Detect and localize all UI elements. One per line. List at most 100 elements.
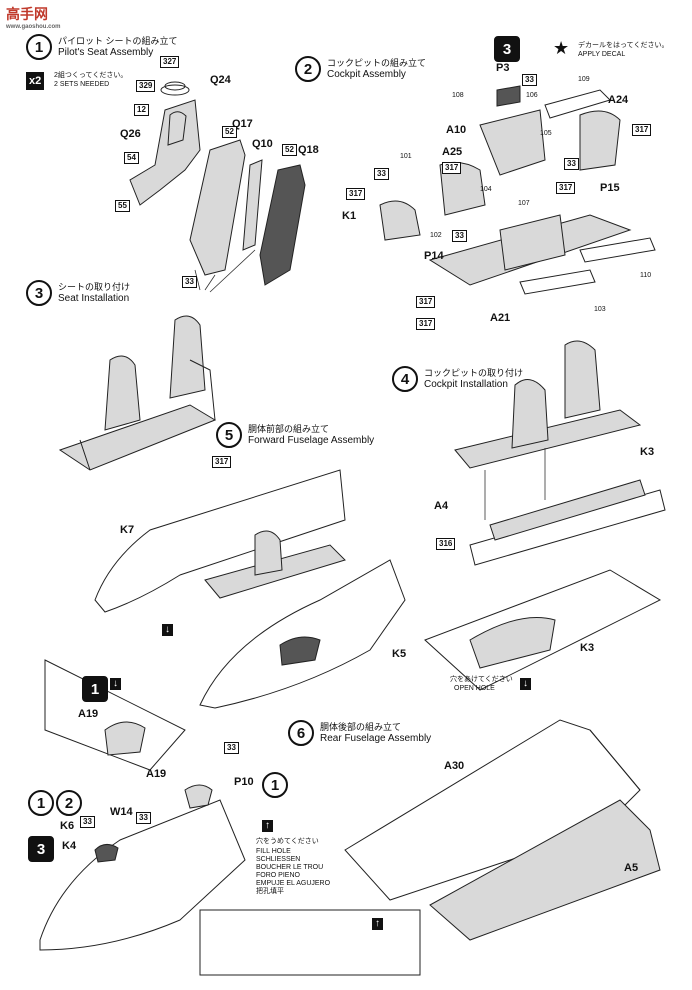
step-number: 6 bbox=[288, 720, 314, 746]
cockpit-installation-drawing bbox=[424, 340, 666, 691]
step-3-header: 3 シートの取り付け Seat Installation bbox=[26, 280, 130, 306]
part-p3: P3 bbox=[496, 62, 510, 74]
step-title-jp: パイロット シートの組み立て bbox=[58, 36, 178, 46]
step-number: 1 bbox=[82, 676, 108, 702]
part-a19b: A19 bbox=[146, 768, 167, 780]
part-q10: Q10 bbox=[252, 138, 273, 150]
part-q24: Q24 bbox=[210, 74, 231, 86]
fill-hole-line: SCHLIESSEN bbox=[256, 856, 301, 863]
fill-hole-line: 把孔填平 bbox=[256, 888, 284, 895]
step-title-jp: 胴体前部の組み立て bbox=[248, 424, 330, 434]
make-two-note-jp: 2組つくってください。 bbox=[54, 72, 128, 79]
code-105: 105 bbox=[540, 130, 552, 137]
step-number: 4 bbox=[392, 366, 418, 392]
code-327: 327 bbox=[160, 56, 180, 68]
part-p14: P14 bbox=[424, 250, 444, 262]
code-33d: 33 bbox=[452, 230, 467, 242]
open-hole-en: OPEN HOLE bbox=[454, 685, 495, 692]
ref-badge-2: 2 bbox=[56, 790, 82, 816]
seat-assembly-drawing bbox=[129, 81, 306, 293]
fill-hole-line: FORO PIENO bbox=[256, 872, 300, 879]
code-33-p3: 33 bbox=[522, 74, 537, 86]
code-101: 101 bbox=[400, 153, 412, 160]
part-a10: A10 bbox=[446, 124, 467, 136]
code-102: 102 bbox=[430, 232, 442, 239]
step-3-badge: 3 bbox=[494, 36, 520, 62]
code-104: 104 bbox=[480, 186, 492, 193]
step-title-en: Rear Fuselage Assembly bbox=[320, 733, 432, 744]
step-number: 3 bbox=[26, 280, 52, 306]
code-52: 52 bbox=[222, 126, 237, 138]
part-a5: A5 bbox=[624, 862, 639, 874]
fill-hole-line: EMPUJE EL AGUJERO bbox=[256, 880, 331, 887]
code-55: 55 bbox=[115, 200, 130, 212]
step-number: 5 bbox=[216, 422, 242, 448]
step-title-jp: コックピットの取り付け bbox=[424, 368, 524, 378]
step-number: 1 bbox=[262, 772, 288, 798]
step-5-header: 5 胴体前部の組み立て Forward Fuselage Assembly bbox=[216, 422, 374, 448]
fill-hole-icon: ↑ bbox=[262, 820, 273, 832]
make-two-note-en: 2 SETS NEEDED bbox=[54, 81, 110, 88]
code-317g: 317 bbox=[212, 456, 232, 468]
step-title-en: Seat Installation bbox=[58, 293, 130, 304]
ref-badge-3: 3 bbox=[28, 836, 54, 862]
step-number: 1 bbox=[26, 34, 52, 60]
drill-icon: ↓ bbox=[110, 678, 121, 690]
step-title-en: Forward Fuselage Assembly bbox=[248, 435, 375, 446]
code-317f: 317 bbox=[416, 318, 436, 330]
part-a24: A24 bbox=[608, 94, 629, 106]
fill-hole-line: BOUCHER LE TROU bbox=[256, 864, 324, 871]
part-k7: K7 bbox=[120, 524, 135, 536]
code-317b: 317 bbox=[442, 162, 462, 174]
code-33g: 33 bbox=[136, 812, 151, 824]
step-title-jp: コックピットの組み立て bbox=[327, 58, 427, 68]
code-33f: 33 bbox=[80, 816, 95, 828]
step-title-en: Cockpit Assembly bbox=[327, 69, 406, 80]
step-2-header: 2 コックピットの組み立て Cockpit Assembly bbox=[295, 56, 426, 82]
star-icon: ★ bbox=[553, 38, 570, 58]
code-317e: 317 bbox=[416, 296, 436, 308]
code-52b: 52 bbox=[282, 144, 297, 156]
ref-badge-1b: 1 bbox=[28, 790, 54, 816]
part-k6: K6 bbox=[60, 820, 75, 832]
part-k1: K1 bbox=[342, 210, 357, 222]
part-k3b: K3 bbox=[580, 642, 595, 654]
step-number: 2 bbox=[295, 56, 321, 82]
code-317c: 317 bbox=[556, 182, 576, 194]
decal-note-jp: デカールをはってください。 bbox=[578, 42, 669, 49]
part-p10: P10 bbox=[234, 776, 254, 788]
part-k5: K5 bbox=[392, 648, 407, 660]
decal-note-en: APPLY DECAL bbox=[578, 51, 626, 58]
step-title-jp: 胴体後部の組み立て bbox=[320, 722, 402, 732]
part-q26: Q26 bbox=[120, 128, 141, 140]
part-a30: A30 bbox=[444, 760, 465, 772]
part-q18: Q18 bbox=[298, 144, 319, 156]
step-title-en: Cockpit Installation bbox=[424, 379, 508, 390]
part-k3: K3 bbox=[640, 446, 655, 458]
code-12: 12 bbox=[134, 104, 149, 116]
code-107: 107 bbox=[518, 200, 530, 207]
part-p15: P15 bbox=[600, 182, 620, 194]
rear-fuselage-drawing bbox=[39, 659, 661, 976]
code-317a: 317 bbox=[632, 124, 652, 136]
code-54: 54 bbox=[124, 152, 139, 164]
code-106: 106 bbox=[526, 92, 538, 99]
fill-hole-jp: 穴をうめてください bbox=[256, 838, 319, 845]
fill-hole-icon: ↑ bbox=[372, 918, 383, 930]
code-109: 109 bbox=[578, 76, 590, 83]
code-33c: 33 bbox=[374, 168, 389, 180]
part-q17: Q17 bbox=[232, 118, 253, 130]
code-317d: 317 bbox=[346, 188, 366, 200]
drill-icon: ↓ bbox=[162, 624, 173, 636]
step-number: 3 bbox=[494, 36, 520, 62]
drill-icon: ↓ bbox=[520, 678, 531, 690]
code-33a: 33 bbox=[182, 276, 197, 288]
ref-badge-1: 1 bbox=[82, 676, 108, 702]
fill-hole-line: FILL HOLE bbox=[256, 848, 291, 855]
open-hole-jp: 穴をあけてください bbox=[450, 676, 513, 683]
code-103: 103 bbox=[594, 306, 606, 313]
step-number: 1 bbox=[28, 790, 54, 816]
step-1-header: 1 パイロット シートの組み立て Pilot's Seat Assembly bbox=[26, 34, 178, 60]
watermark-logo: 高手网 www.gaoshou.com bbox=[6, 6, 61, 30]
